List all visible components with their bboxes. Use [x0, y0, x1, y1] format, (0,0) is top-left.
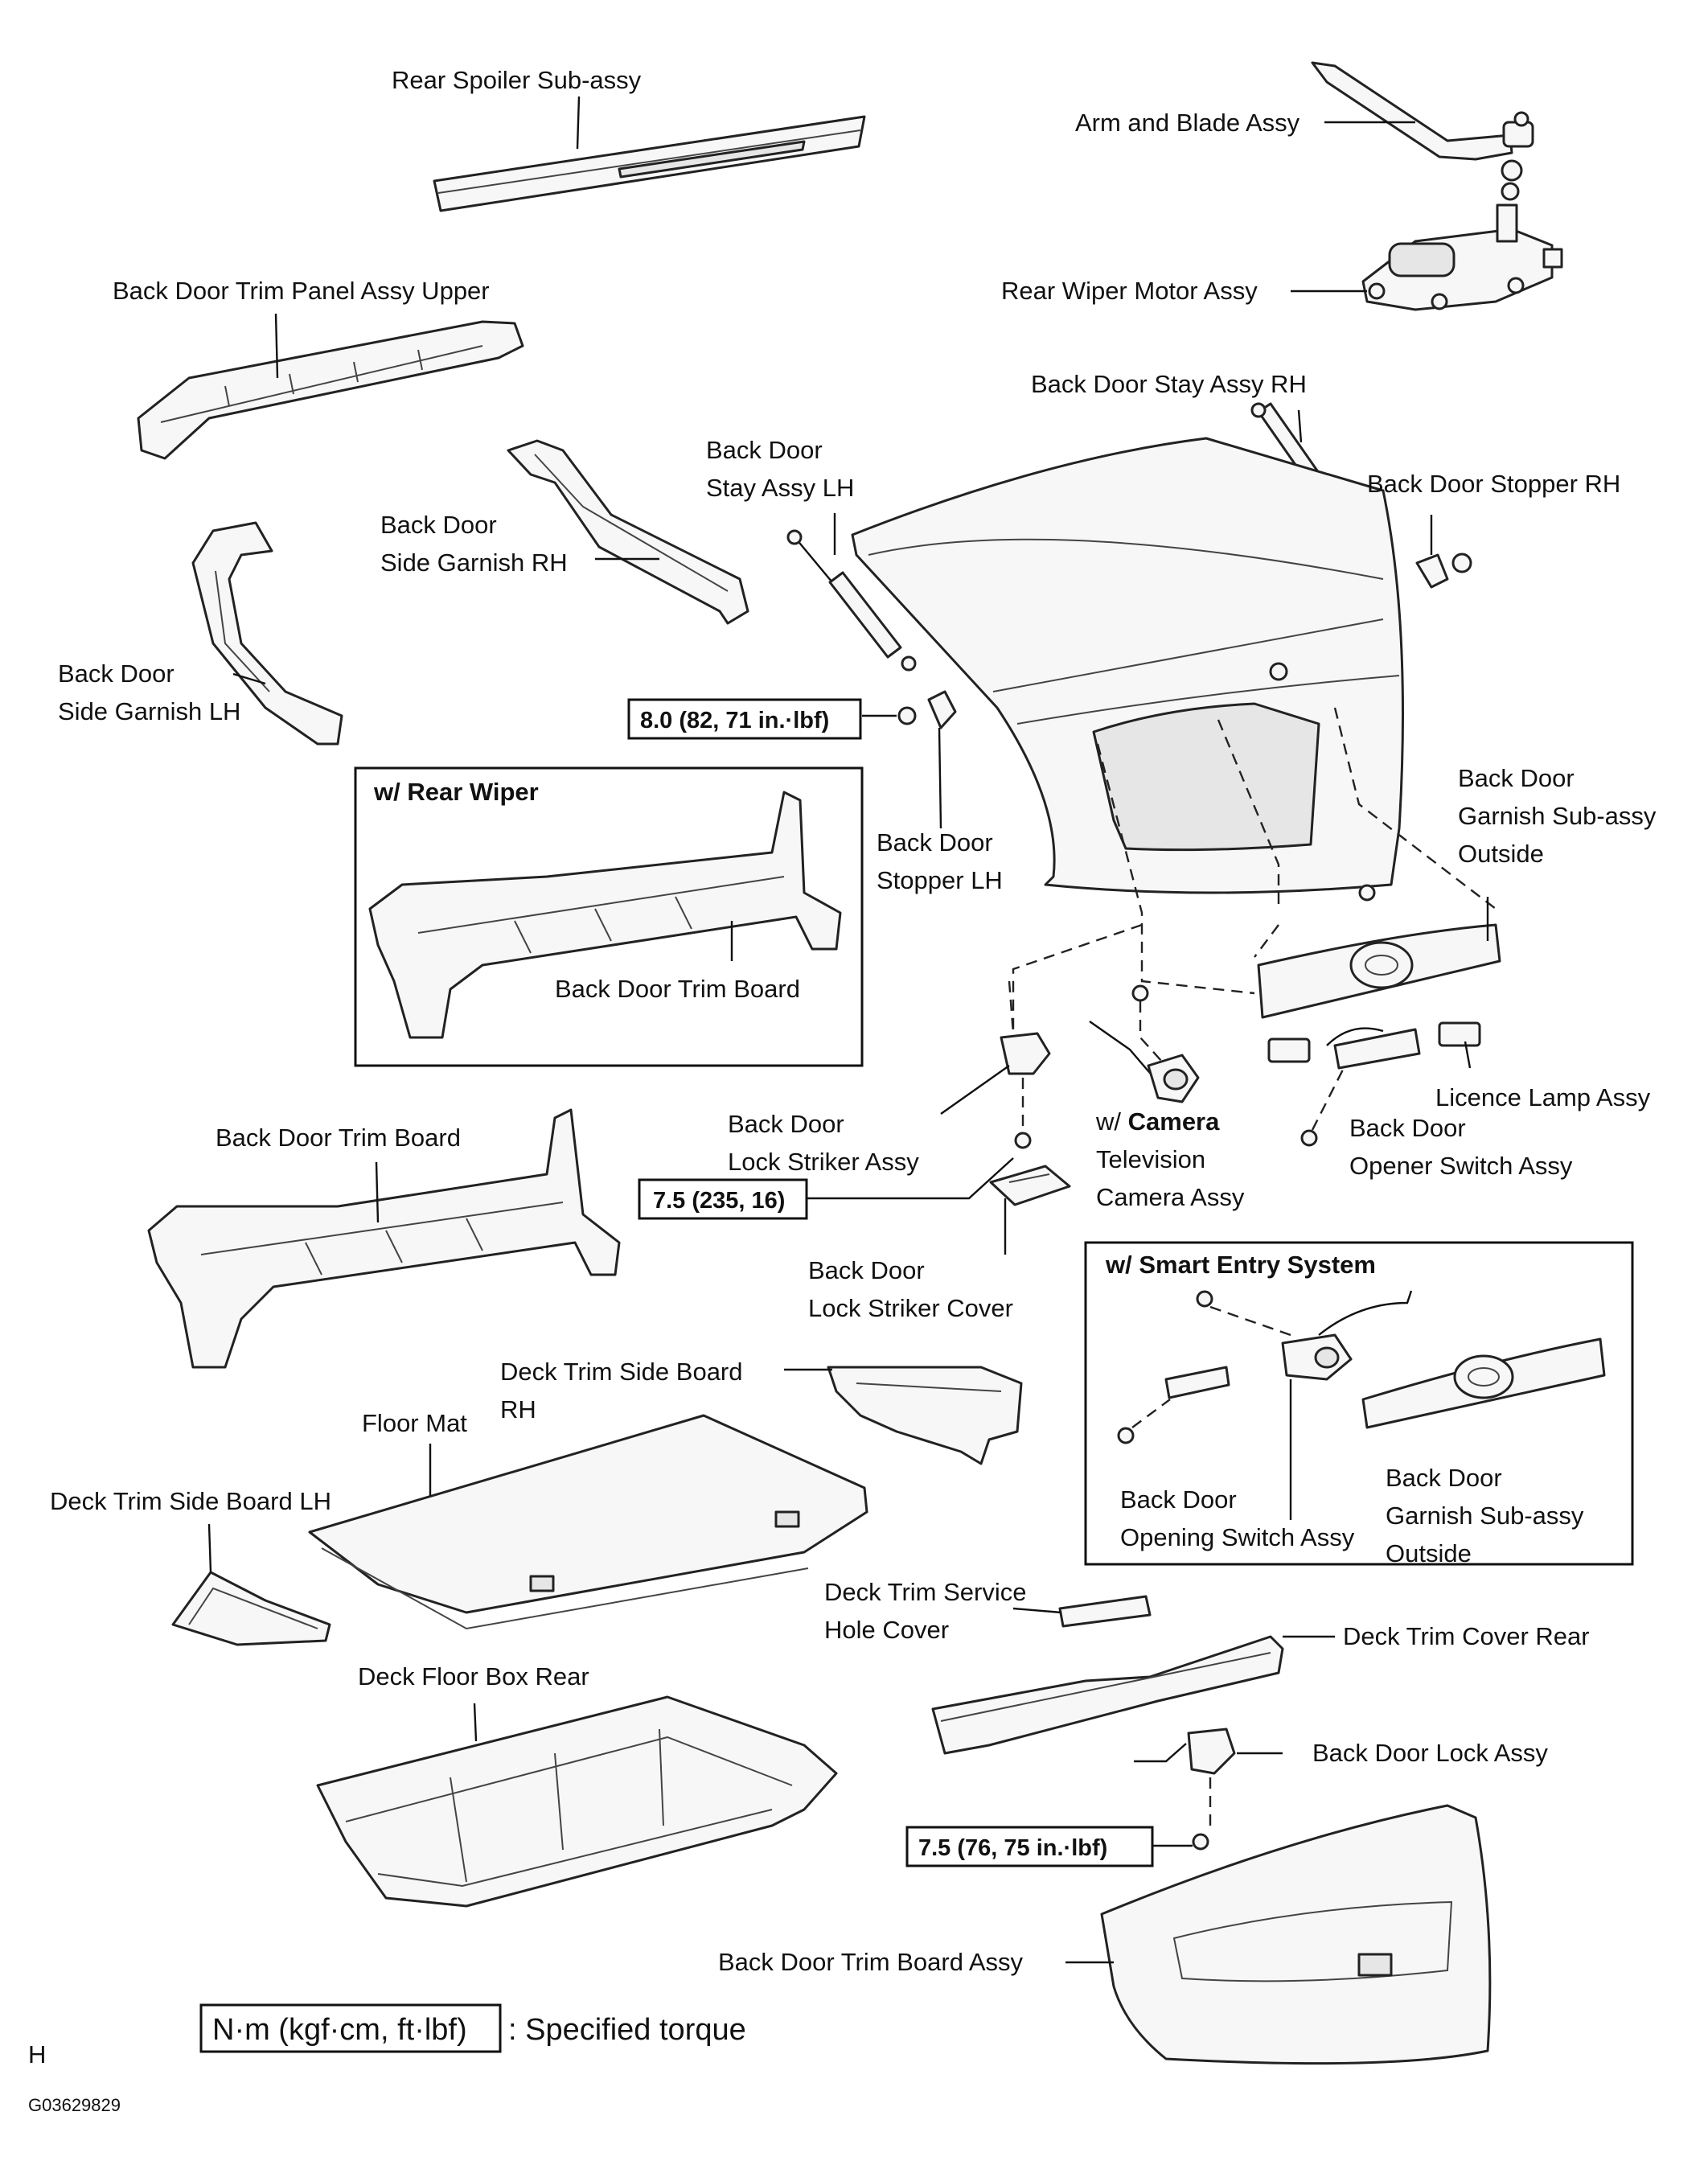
leader-lines — [207, 96, 1489, 1964]
trim-board-assy-drawing — [1100, 1804, 1492, 2065]
label-rear-wiper-motor: Rear Wiper Motor Assy — [1001, 277, 1258, 305]
trim-panel-upper-drawing — [137, 320, 524, 460]
label-smart-garnish-1: Back Door — [1386, 1464, 1502, 1492]
label-side-garnish-rh-1: Back Door — [380, 511, 497, 539]
label-deck-side-rh-2: RH — [500, 1395, 536, 1424]
figure-id: G03629829 — [28, 2095, 121, 2115]
footer-code: H — [28, 2040, 46, 2069]
label-trim-board-assy: Back Door Trim Board Assy — [718, 1948, 1024, 1976]
stopper-lh-drawing — [897, 690, 957, 729]
arm-and-blade-drawing — [1311, 61, 1534, 201]
label-smart-garnish-3: Outside — [1386, 1539, 1472, 1567]
legend-box-text: N·m (kgf·cm, ft·lbf) — [212, 2013, 467, 2047]
side-garnish-rh-drawing — [507, 439, 749, 625]
label-stopper-lh-2: Stopper LH — [877, 866, 1003, 894]
label-stay-lh-2: Stay Assy LH — [706, 474, 854, 502]
part-labels: Rear Spoiler Sub-assy Arm and Blade Assy… — [50, 66, 1657, 1976]
label-group-smart-entry: w/ Smart Entry System — [1105, 1251, 1376, 1279]
rear-wiper-motor-drawing — [1361, 203, 1563, 311]
label-arm-blade: Arm and Blade Assy — [1075, 109, 1300, 137]
wiper-trim-board-drawing — [368, 791, 842, 1039]
label-licence-lamp: Licence Lamp Assy — [1435, 1083, 1651, 1111]
label-stopper-rh: Back Door Stopper RH — [1367, 470, 1620, 498]
label-trim-panel-upper: Back Door Trim Panel Assy Upper — [113, 277, 490, 305]
label-trim-board: Back Door Trim Board — [216, 1124, 461, 1152]
label-rear-spoiler: Rear Spoiler Sub-assy — [392, 66, 642, 94]
label-deck-floor-box: Deck Floor Box Rear — [358, 1662, 589, 1691]
label-garnish-outside-2: Garnish Sub-assy — [1458, 802, 1657, 830]
rear-spoiler-drawing — [433, 115, 866, 212]
torque-legend: N·m (kgf·cm, ft·lbf) : Specified torque — [199, 2003, 746, 2053]
deck-floor-box-drawing — [316, 1695, 838, 1908]
service-cover-drawing — [1058, 1595, 1152, 1628]
lock-assy-drawing — [1134, 1728, 1236, 1851]
label-lock-assy: Back Door Lock Assy — [1312, 1739, 1548, 1767]
label-group-camera: w/ Camera — [1095, 1107, 1220, 1136]
label-smart-garnish-2: Garnish Sub-assy — [1386, 1502, 1584, 1530]
side-garnish-lh-drawing — [191, 521, 343, 746]
opener-switch-drawing — [1267, 1021, 1481, 1147]
deck-side-lh-drawing — [171, 1571, 331, 1646]
deck-side-rh-drawing — [827, 1366, 1023, 1465]
garnish-outside-drawing — [1257, 923, 1501, 1019]
label-side-garnish-lh-1: Back Door — [58, 659, 174, 688]
label-stay-lh-1: Back Door — [706, 436, 823, 464]
svg-text:8.0 (82, 71 in.·lbf): 8.0 (82, 71 in.·lbf) — [640, 708, 829, 733]
legend-text: : Specified torque — [508, 2013, 746, 2047]
label-lock-striker-2: Lock Striker Assy — [728, 1148, 919, 1176]
svg-text:7.5 (76, 75 in.·lbf): 7.5 (76, 75 in.·lbf) — [918, 1835, 1107, 1861]
label-opening-switch-2: Opening Switch Assy — [1120, 1523, 1355, 1551]
smart-entry-drawing — [1117, 1290, 1606, 1444]
label-stay-rh: Back Door Stay Assy RH — [1031, 370, 1307, 398]
label-striker-cover-2: Lock Striker Cover — [808, 1294, 1013, 1322]
label-opening-switch-1: Back Door — [1120, 1485, 1237, 1514]
label-stopper-lh-1: Back Door — [877, 828, 993, 857]
label-group-rear-wiper: w/ Rear Wiper — [373, 778, 539, 806]
label-lock-striker-1: Back Door — [728, 1110, 844, 1138]
label-side-garnish-rh-2: Side Garnish RH — [380, 548, 568, 577]
floor-mat-drawing — [308, 1414, 868, 1630]
garnish-guide-lines — [1012, 707, 1497, 1046]
label-opener-switch-1: Back Door — [1349, 1114, 1466, 1142]
label-floor-mat: Floor Mat — [362, 1409, 467, 1437]
label-wiper-trim-board: Back Door Trim Board — [555, 975, 800, 1003]
back-door-drawing — [851, 437, 1404, 902]
lock-striker-drawing — [1000, 980, 1051, 1149]
label-service-cover-2: Hole Cover — [824, 1616, 949, 1644]
svg-text:7.5 (235, 16): 7.5 (235, 16) — [653, 1188, 785, 1214]
label-deck-side-lh: Deck Trim Side Board LH — [50, 1487, 331, 1515]
stopper-rh-drawing — [1415, 553, 1472, 589]
torque-box-lock-striker: 7.5 (235, 16) — [638, 1178, 808, 1220]
label-opener-switch-2: Opener Switch Assy — [1349, 1152, 1573, 1180]
label-striker-cover-1: Back Door — [808, 1256, 925, 1284]
striker-cover-drawing — [989, 1165, 1071, 1206]
label-garnish-outside-3: Outside — [1458, 840, 1544, 868]
label-garnish-outside-1: Back Door — [1458, 764, 1575, 792]
deck-cover-rear-drawing — [931, 1635, 1284, 1755]
label-deck-cover-rear: Deck Trim Cover Rear — [1343, 1622, 1590, 1650]
torque-box-lock-assy: 7.5 (76, 75 in.·lbf) — [905, 1826, 1154, 1867]
label-service-cover-1: Deck Trim Service — [824, 1578, 1026, 1606]
tv-camera-drawing — [1089, 984, 1200, 1103]
label-deck-side-rh-1: Deck Trim Side Board — [500, 1358, 743, 1386]
trim-board-drawing — [147, 1108, 621, 1369]
stay-lh-drawing — [786, 529, 917, 672]
label-tv-camera-2: Camera Assy — [1096, 1183, 1245, 1211]
label-tv-camera-1: Television — [1096, 1145, 1205, 1173]
label-side-garnish-lh-2: Side Garnish LH — [58, 697, 240, 725]
smart-entry-group-frame — [1084, 1241, 1634, 1566]
rear-wiper-group-frame — [354, 766, 864, 1067]
torque-box-stopper-lh: 8.0 (82, 71 in.·lbf) — [627, 698, 862, 740]
